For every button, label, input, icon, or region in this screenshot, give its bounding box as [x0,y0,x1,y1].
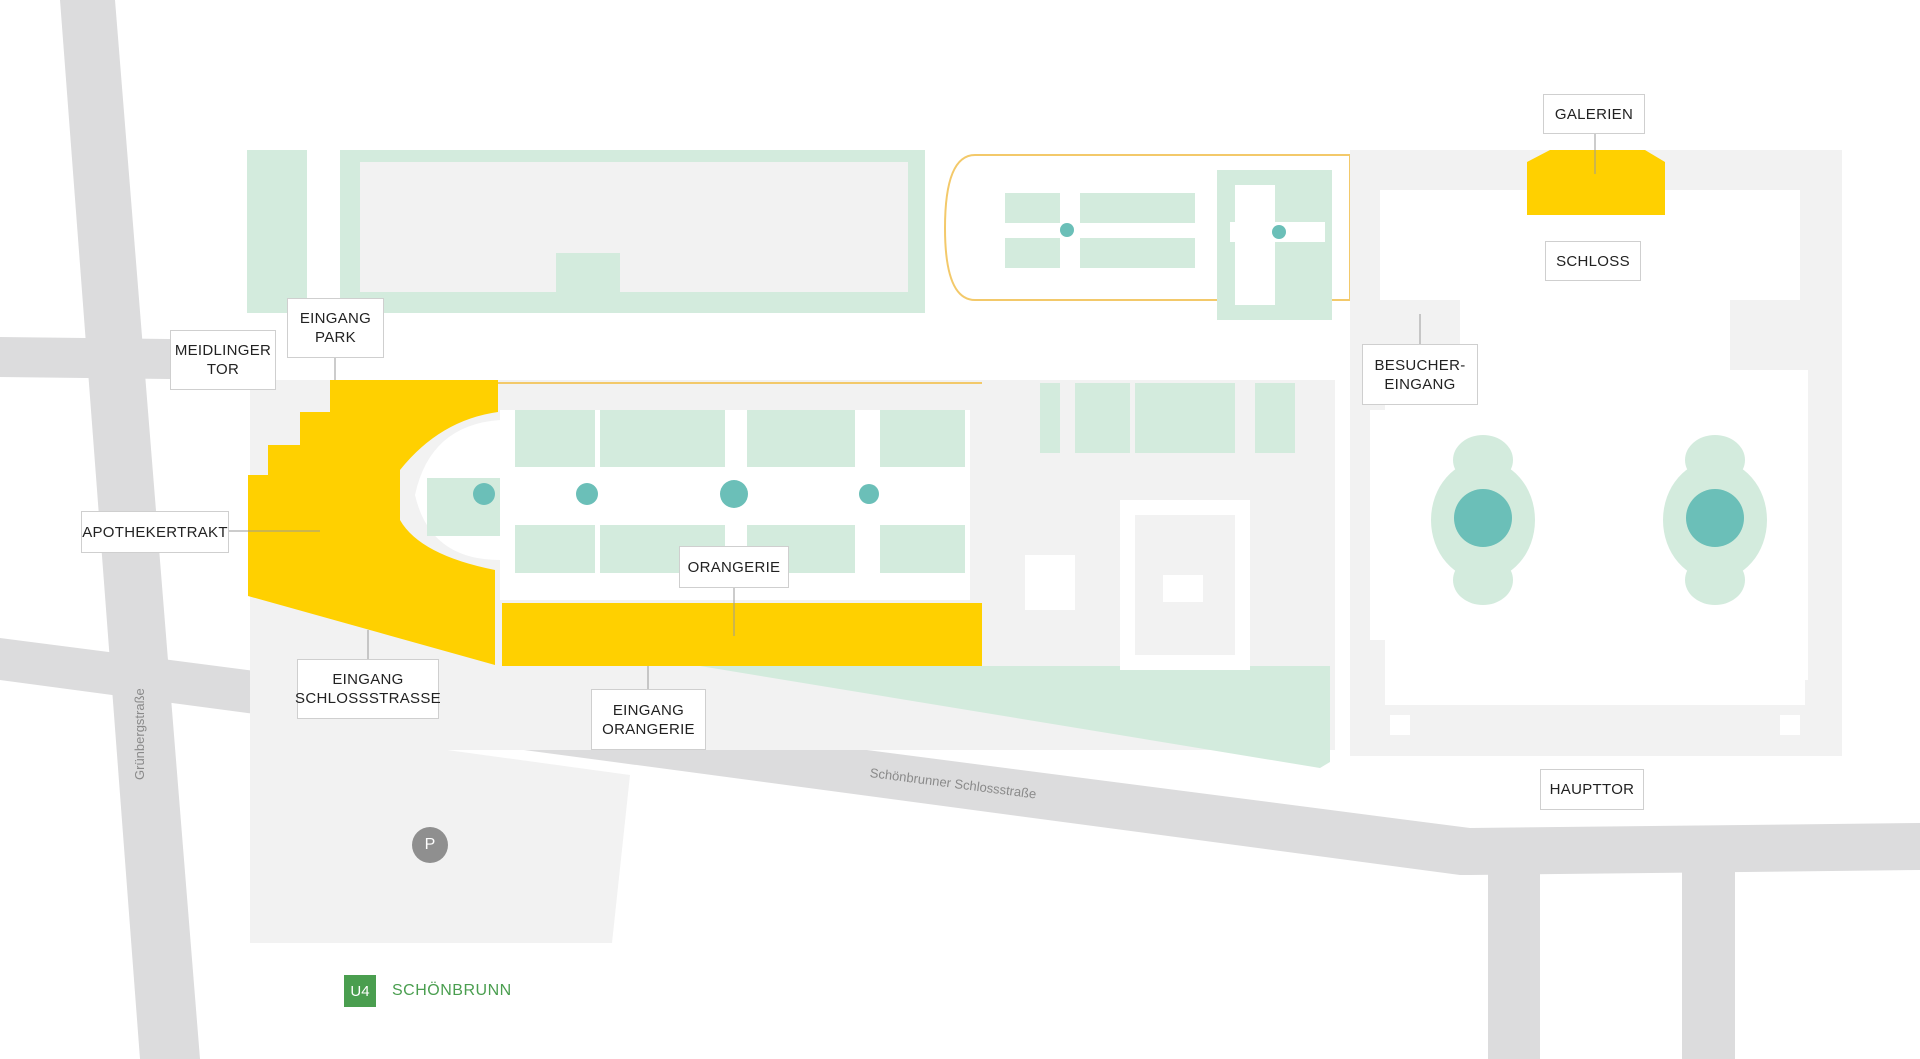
leader-lines [228,134,1596,690]
orangerie-garden [415,410,970,600]
upper-centre-garden [943,154,1351,320]
ubahn-u4-icon[interactable]: U4 [344,975,376,1007]
fountain-left [1431,435,1535,605]
label-haupttor[interactable]: HAUPTTOR [1540,769,1644,810]
gruenbergstrasse-label: Grünbergstraße [132,688,147,780]
lower-road-right [1682,850,1735,1059]
label-eingang-orangerie[interactable]: EINGANG ORANGERIE [591,689,706,750]
label-eingang-park[interactable]: EINGANG PARK [287,298,384,358]
fountain-right [1663,435,1767,605]
label-galerien[interactable]: GALERIEN [1543,94,1645,134]
parking-icon[interactable]: P [412,827,448,863]
galerien-building [1527,150,1665,215]
label-besuchereingang[interactable]: BESUCHER- EINGANG [1362,344,1478,405]
lower-road-left [1488,850,1540,1059]
ubahn-station-label[interactable]: SCHÖNBRUNN [392,982,512,999]
label-meidlinger-tor[interactable]: MEIDLINGER TOR [170,330,276,390]
orangerie-building [502,603,982,666]
label-orangerie[interactable]: ORANGERIE [679,546,789,588]
label-eingang-schlossstrasse[interactable]: EINGANG SCHLOSSSTRASSE [295,659,441,719]
upper-left-park [247,150,925,313]
centre-buildings [1025,380,1335,670]
apothekertrakt-building [248,380,498,665]
lower-green-strip [700,666,1330,768]
label-apothekertrakt[interactable]: APOTHEKERTRAKT [81,511,229,553]
label-schloss[interactable]: SCHLOSS [1545,241,1641,281]
